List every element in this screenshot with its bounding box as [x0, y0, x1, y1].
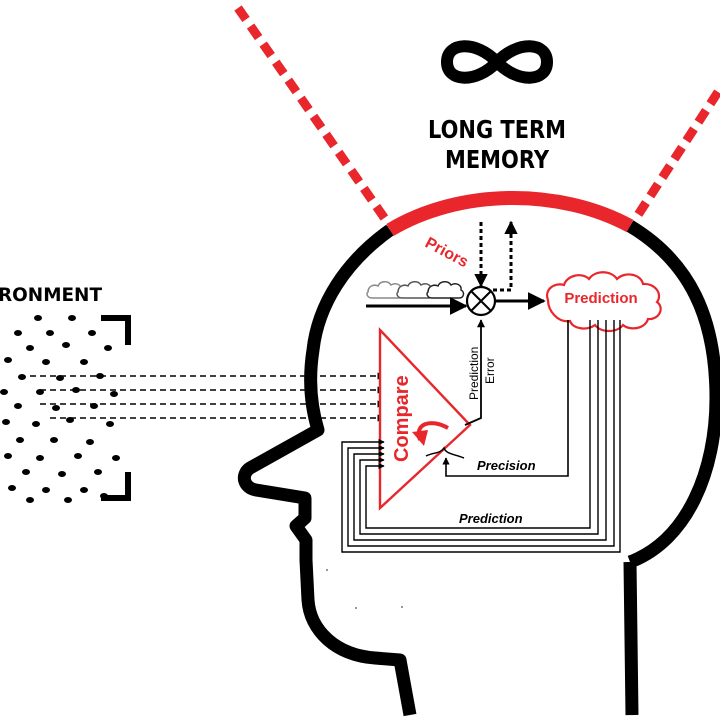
- specks: [326, 569, 403, 609]
- prediction-cloud: [546, 271, 662, 333]
- cloud-icon: [366, 281, 465, 299]
- gain-sketch: [425, 446, 465, 459]
- memory-ray-right: [632, 89, 720, 221]
- long-term-memory-label-line2: MEMORY: [445, 145, 550, 174]
- memory-ray-left: [234, 5, 394, 229]
- prediction-feedback-lines: [341, 320, 621, 553]
- long-term-memory-label-line1: LONG TERM: [428, 115, 566, 144]
- memory-band: [386, 191, 634, 237]
- multiply-circle-icon: [465, 285, 497, 317]
- infinity-icon: [440, 40, 554, 84]
- compare-triangle: [378, 326, 472, 511]
- compare-curved-arrow-head: [412, 430, 428, 446]
- prediction-cloud-label: Prediction: [564, 290, 637, 307]
- precision-label: Precision: [477, 458, 536, 473]
- sensory-input-arrows: [30, 372, 385, 422]
- priors-label: Priors: [422, 235, 471, 272]
- prediction-bottom-label: Prediction: [459, 511, 523, 526]
- head-outline: [237, 220, 720, 717]
- precision-arrow: [442, 320, 569, 477]
- prior-dotted-arrows: [474, 220, 518, 292]
- frame-bracket-icon: [101, 315, 131, 501]
- environment-label: RONMENT: [0, 284, 102, 306]
- memory-rays: [234, 5, 720, 229]
- prediction-error-arrow: [464, 319, 486, 426]
- prediction-error-label-line2: Error: [483, 357, 497, 384]
- environment-dots: [0, 315, 120, 503]
- prediction-error-label-line1: Prediction: [467, 347, 481, 400]
- compare-label: Compare: [391, 375, 413, 462]
